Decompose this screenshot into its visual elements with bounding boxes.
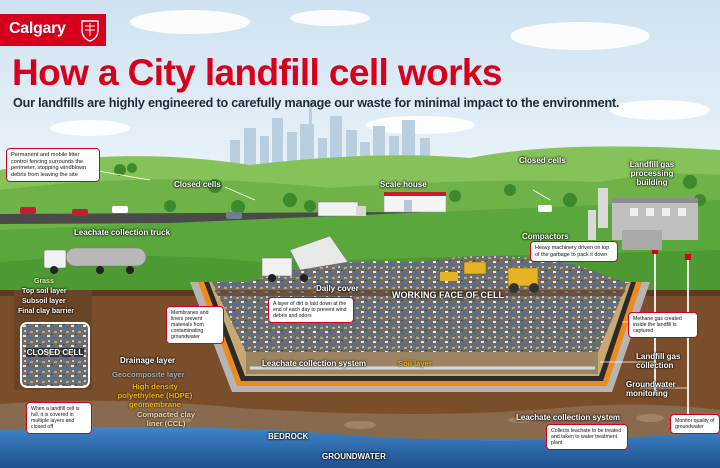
groundwater-label: GROUNDWATER: [322, 452, 386, 461]
final-clay-label: Final clay barrier: [18, 308, 75, 315]
groundwater-monitoring-label: Groundwater monitoring: [626, 380, 676, 398]
monitor-callout: Monitor quality of groundwater: [670, 414, 720, 434]
daily-cover-label: Daily cover: [316, 284, 359, 293]
drainage-label: Drainage layer: [120, 356, 176, 365]
clouds: [50, 10, 710, 136]
gas-collection-label: Landfill gas collection: [636, 352, 681, 370]
clay-liner-label: Compacted clay liner (CCL): [136, 410, 196, 428]
geocomposite-label: Geocomposite layer: [112, 370, 185, 379]
vehicles: [20, 201, 552, 219]
closed-cell-callout: When a landfill cell is full, it is cove…: [26, 402, 92, 434]
compactors-callout: Heavy machinery driven on top of the gar…: [530, 241, 618, 263]
calgary-logo: Calgary: [0, 14, 106, 46]
scale-house-label: Scale house: [380, 180, 427, 189]
closed-cells-left-label: Closed cells: [174, 180, 221, 189]
daily-cover-callout: A layer of dirt is laid down at the end …: [268, 297, 354, 323]
closed-cell-box: CLOSED CELL: [20, 322, 90, 388]
working-face-label: WORKING FACE OF CELL: [392, 290, 504, 300]
logo-text: Calgary: [9, 20, 66, 37]
top-soil-label: Top soil layer: [22, 288, 67, 295]
pointer-lines: [91, 169, 688, 389]
leachate-truck-label: Leachate collection truck: [74, 228, 171, 237]
hdpe-label: High density polyethylene (HDPE) geomemb…: [117, 382, 193, 409]
compactors: [440, 261, 539, 293]
membranes-callout: Membranes and liners prevent materials f…: [166, 306, 224, 344]
fencing-callout: Permanent and mobile litter control fenc…: [6, 148, 100, 183]
bedrock-label: BEDROCK: [268, 432, 309, 441]
closed-cell-label: CLOSED CELL: [26, 348, 84, 357]
closed-cells-right-label: Closed cells: [519, 156, 566, 165]
subsoil-label: Subsoil layer: [22, 298, 66, 305]
leachate-truck: [43, 247, 147, 274]
grass-label: Grass: [34, 278, 54, 285]
methane-callout: Methane gas created inside the landfill …: [628, 312, 698, 338]
scale-house-building: [383, 191, 447, 213]
dump-truck: [261, 235, 349, 282]
leachate-system-label: Leachate collection system: [262, 359, 367, 368]
compactors-label: Compactors: [522, 232, 569, 241]
leachate-callout: Collects leachate to be treated and take…: [546, 424, 628, 450]
soil-layer-label: Soil layer: [398, 359, 432, 368]
city-crest-icon: [81, 20, 99, 42]
gas-building-label: Landfill gas processing building: [629, 160, 675, 187]
gas-processing-building: [588, 188, 698, 250]
leachate-system-bottom-label: Leachate collection system: [516, 413, 621, 422]
page-title: How a City landfill cell works: [12, 52, 502, 93]
trees: [114, 163, 706, 214]
page-subtitle: Our landfills are highly engineered to c…: [13, 96, 620, 110]
